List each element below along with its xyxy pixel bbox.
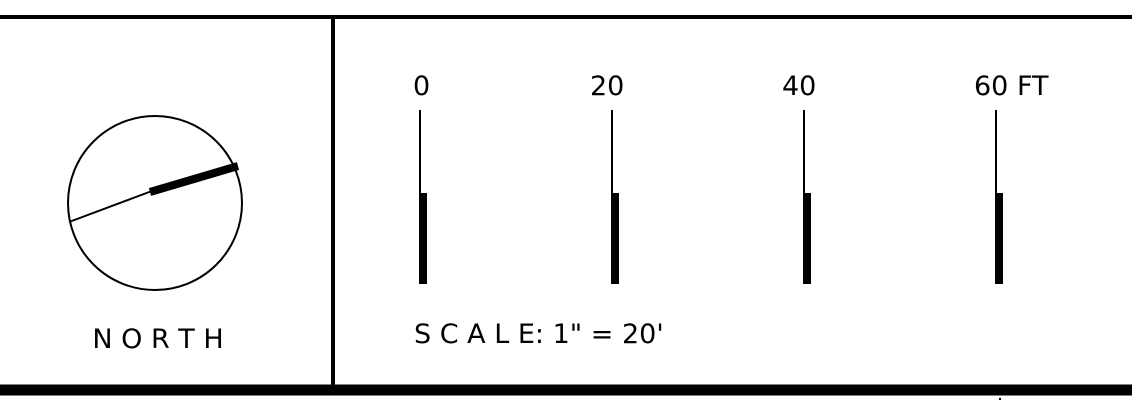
north-arrow-thin-line bbox=[68, 190, 153, 223]
north-arrow bbox=[67, 115, 243, 291]
north-label: N O R T H bbox=[92, 324, 223, 355]
scale-tick-thick-bar bbox=[803, 193, 811, 284]
north-arrow-circle bbox=[67, 115, 243, 291]
scale-tick-thick-bar bbox=[419, 193, 427, 284]
scale-tick-label: 20 bbox=[590, 71, 624, 102]
scale-tick-thick-bar bbox=[611, 193, 619, 284]
scale-tick-label: 60 FT bbox=[974, 71, 1049, 102]
scale-bar: 0 20 40 60 FT bbox=[413, 71, 1049, 284]
scale-tick-label: 0 bbox=[413, 71, 430, 102]
scale-text: S C A L E: 1" = 20' bbox=[414, 319, 664, 350]
scale-tick-thick-bar bbox=[995, 193, 1003, 284]
north-arrow-thick-pointer bbox=[148, 162, 240, 196]
corner-mark bbox=[998, 397, 1002, 401]
scale-tick-label: 40 bbox=[782, 71, 816, 102]
